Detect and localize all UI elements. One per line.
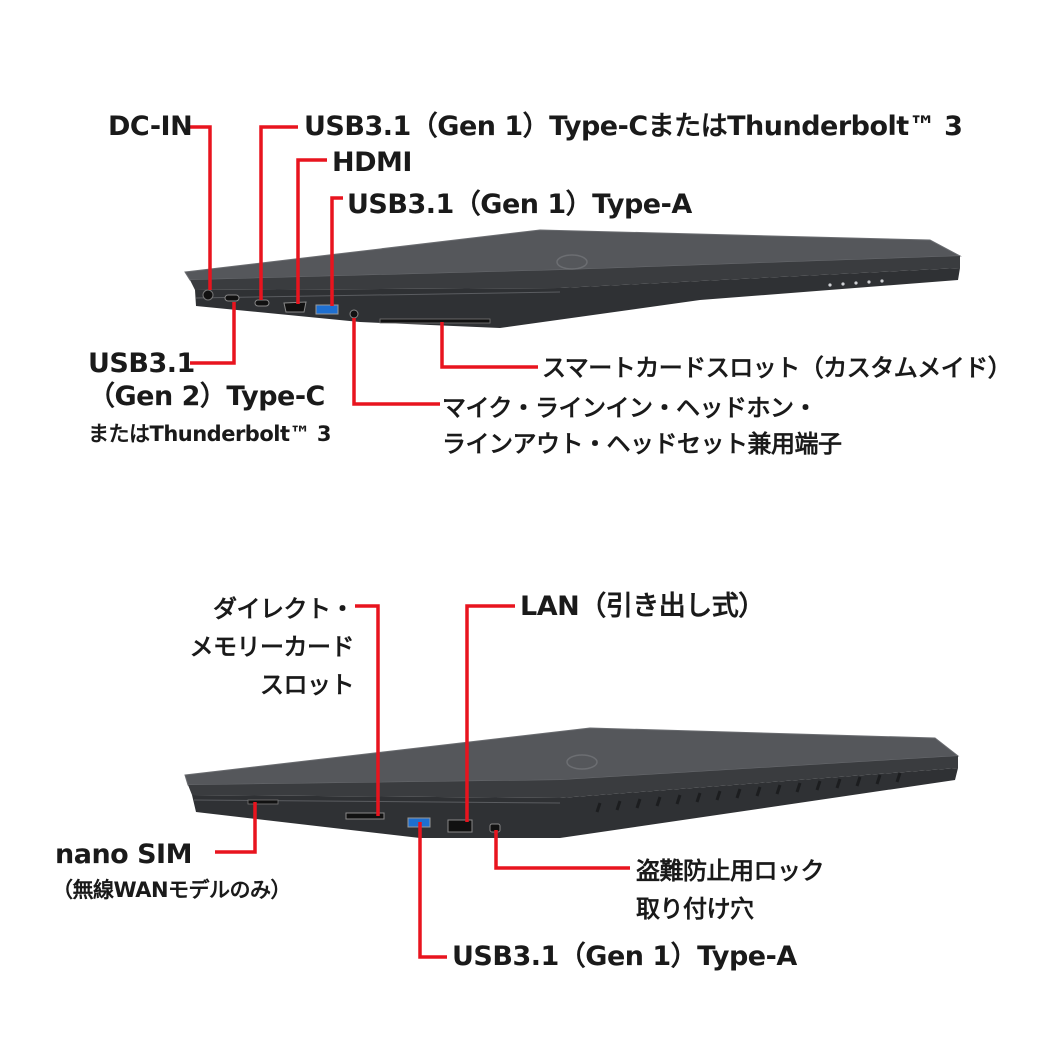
leader-dc-in — [190, 125, 212, 290]
leader-usb-c-tb — [259, 125, 298, 300]
leader-memory-card — [355, 604, 380, 816]
usb-c-port-2 — [254, 299, 270, 307]
laptop-left-side — [184, 229, 962, 328]
leader-smartcard — [440, 322, 538, 369]
label-memory-card: ダイレクト・ メモリーカード スロット — [189, 595, 355, 699]
leader-lan — [465, 604, 515, 822]
label-lan: LAN（引き出し式） — [520, 591, 765, 622]
usb-a-port — [315, 304, 339, 315]
label-usb-c-gen2-thunderbolt: またはThunderbolt™ 3 — [88, 422, 331, 446]
leader-hdmi — [296, 158, 327, 304]
dc-in-port — [202, 289, 214, 301]
nano-sim-slot — [247, 799, 279, 805]
laptop-base-side — [195, 268, 960, 328]
lan-port — [447, 819, 473, 833]
leader-audio — [352, 318, 440, 406]
leader-usb-c-gen2 — [190, 302, 236, 365]
memory-card-slot — [345, 812, 385, 820]
label-security-lock: 盗難防止用ロック 取り付け穴 — [636, 857, 825, 923]
usb-c-port-1 — [224, 294, 240, 302]
leader-security — [494, 830, 630, 870]
label-hdmi: HDMI — [332, 147, 412, 178]
label-usb-c-gen2: USB3.1 （Gen 2）Type-C — [88, 348, 325, 412]
audio-jack — [349, 309, 359, 319]
laptop-base-side-2 — [192, 768, 958, 838]
laptop-right-side — [184, 727, 960, 838]
label-smartcard: スマートカードスロット（カスタムメイド） — [542, 354, 1012, 382]
smartcard-slot — [379, 318, 491, 324]
label-usb-a-bottom: USB3.1（Gen 1）Type-A — [452, 941, 797, 972]
vent-grille — [595, 772, 902, 813]
label-usb-a-top: USB3.1（Gen 1）Type-A — [347, 189, 692, 220]
label-dc-in: DC-IN — [108, 111, 193, 142]
leader-usb-a-2 — [418, 822, 447, 959]
label-audio-jack: マイク・ラインイン・ヘッドホン・ ラインアウト・ヘッドセット兼用端子 — [442, 394, 842, 458]
label-usb-c-thunderbolt: USB3.1（Gen 1）Type-CまたはThunderbolt™ 3 — [304, 111, 963, 142]
leader-nano-sim — [215, 802, 257, 854]
leader-usb-a — [330, 196, 343, 306]
label-nano-sim: nano SIM — [55, 839, 192, 870]
hdmi-port — [283, 301, 307, 313]
leader-lines — [190, 125, 630, 959]
label-nano-sim-note: （無線WANモデルのみ） — [52, 878, 292, 902]
